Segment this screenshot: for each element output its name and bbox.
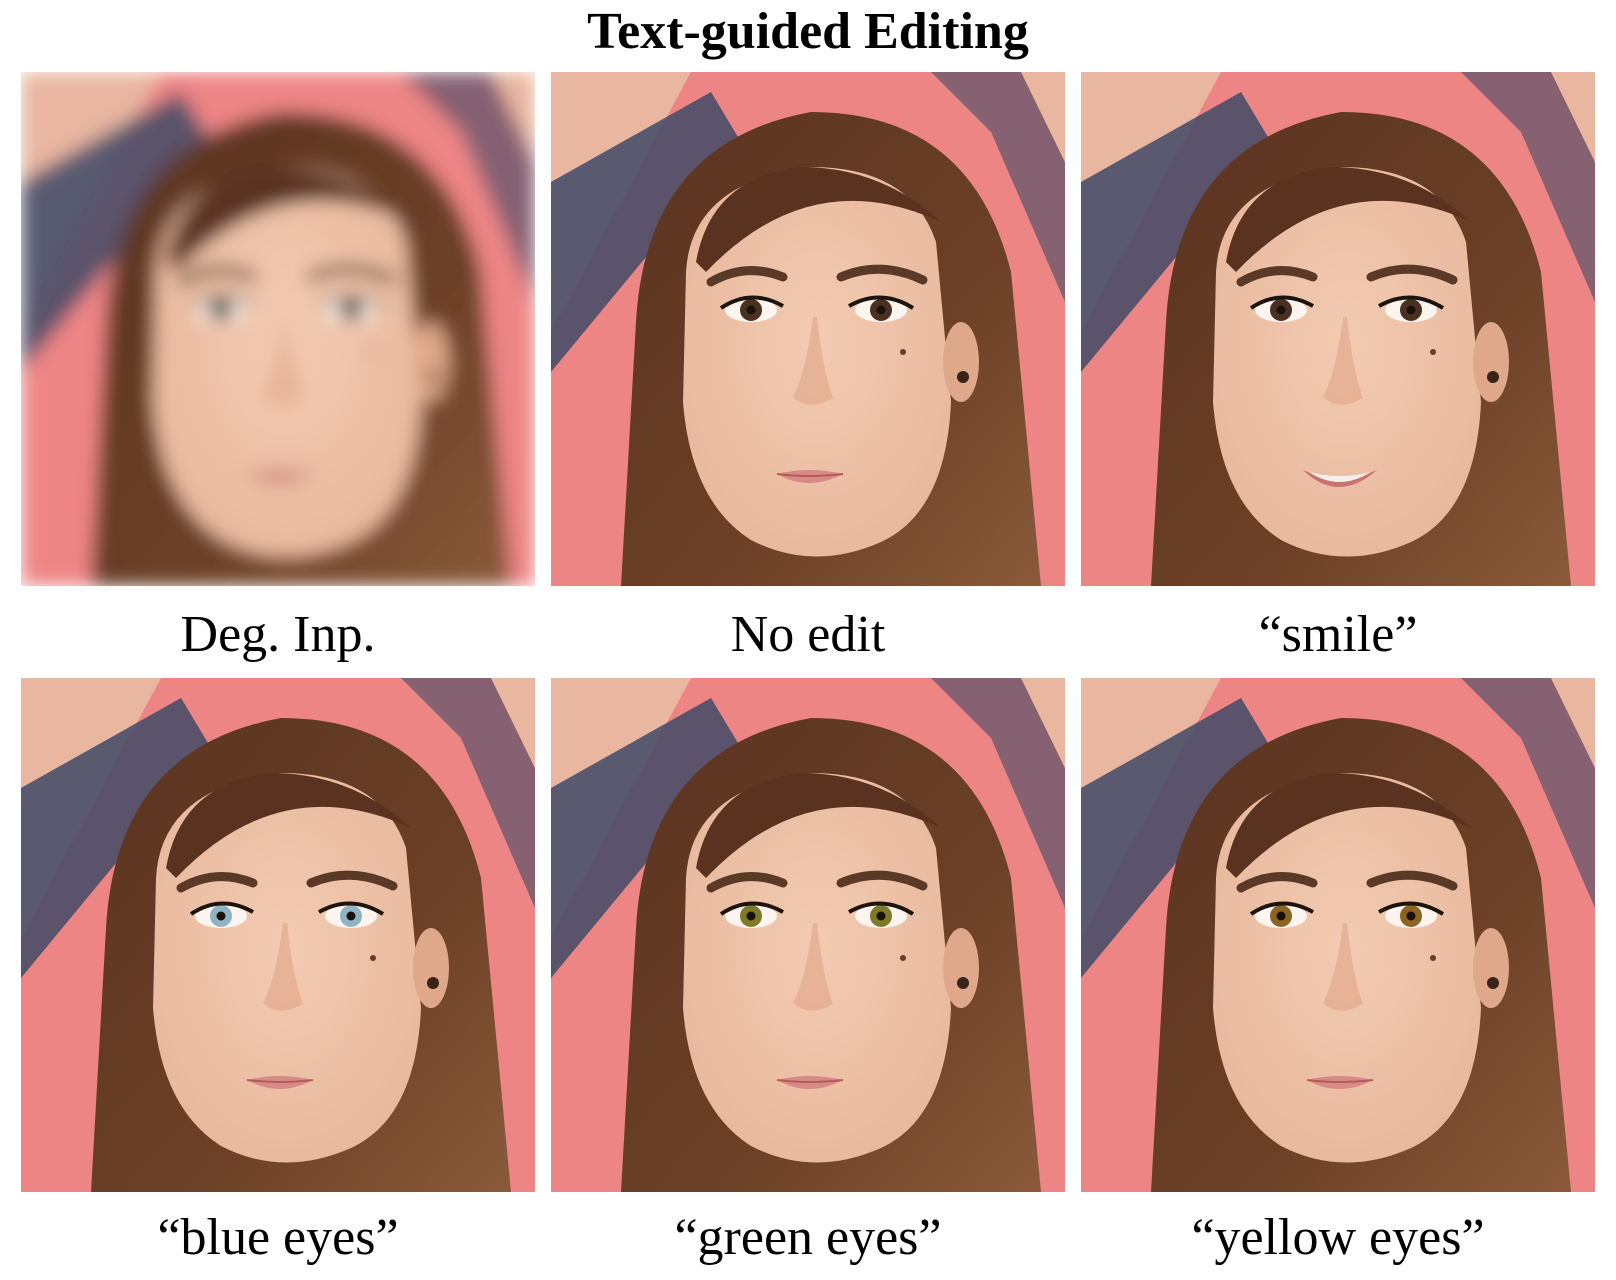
yellow-eyes-edited-face bbox=[1081, 678, 1595, 1192]
panel-green-eyes bbox=[551, 678, 1065, 1192]
caption-blue-eyes: “blue eyes” bbox=[157, 1209, 399, 1266]
caption-yellow-eyes: “yellow eyes” bbox=[1191, 1209, 1485, 1266]
panel-blue-eyes bbox=[21, 678, 535, 1192]
panel-no-edit bbox=[551, 72, 1065, 586]
panel-smile bbox=[1081, 72, 1595, 586]
caption-green-eyes: “green eyes” bbox=[674, 1209, 942, 1266]
caption-smile: “smile” bbox=[1258, 606, 1418, 663]
panel-yellow-eyes bbox=[1081, 678, 1595, 1192]
caption-no-edit: No edit bbox=[730, 606, 886, 663]
figure-title: Text-guided Editing bbox=[587, 3, 1029, 60]
restored-face bbox=[551, 72, 1065, 586]
degraded-input-face bbox=[21, 72, 535, 586]
blue-eyes-edited-face bbox=[21, 678, 535, 1192]
smile-edited-face bbox=[1081, 72, 1595, 586]
caption-degraded-input: Deg. Inp. bbox=[180, 606, 376, 663]
panel-degraded-input bbox=[21, 72, 535, 586]
green-eyes-edited-face bbox=[551, 678, 1065, 1192]
